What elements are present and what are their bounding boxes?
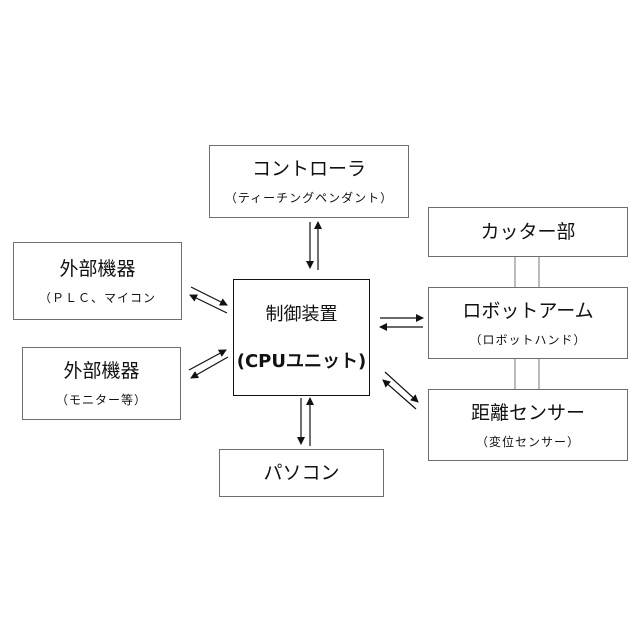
node-title: コントローラ [252, 157, 366, 181]
node-subtitle: （変位センサー） [476, 434, 580, 450]
node-controller: コントローラ （ティーチングペンダント） [209, 145, 409, 218]
node-distance-sensor: 距離センサー （変位センサー） [428, 389, 628, 461]
node-title: 外部機器 [63, 359, 139, 383]
arrow-control-arm [380, 318, 423, 327]
node-title: 距離センサー [471, 401, 585, 425]
arrow-controller-control [310, 222, 318, 270]
node-robot-arm: ロボットアーム （ロボットハンド） [428, 287, 628, 359]
node-subtitle: （ティーチングペンダント） [225, 190, 393, 206]
node-title: 制御装置 [266, 303, 338, 327]
arrow-control-pc [301, 398, 310, 446]
node-subtitle: (CPUユニット) [237, 347, 366, 373]
node-subtitle: （モニター等） [56, 392, 147, 408]
cutter-arm-link [515, 256, 539, 287]
node-pc: パソコン [219, 449, 384, 497]
arrow-control-sensor [383, 372, 418, 409]
node-title: 外部機器 [59, 257, 135, 281]
node-external-devices-2: 外部機器 （モニター等） [22, 347, 181, 420]
arrow-external2-control [189, 350, 228, 378]
node-title: カッター部 [480, 220, 575, 244]
node-subtitle: （ＰＬＣ、マイコン [39, 290, 156, 306]
node-title: パソコン [263, 461, 339, 485]
node-external-devices-1: 外部機器 （ＰＬＣ、マイコン [13, 242, 182, 320]
node-cutter: カッター部 [428, 207, 628, 257]
arrow-external1-control [190, 287, 227, 313]
arm-sensor-link [515, 358, 539, 389]
node-subtitle: （ロボットハンド） [469, 332, 586, 348]
node-control-unit: 制御装置 (CPUユニット) [233, 279, 370, 396]
node-title: ロボットアーム [462, 299, 593, 323]
